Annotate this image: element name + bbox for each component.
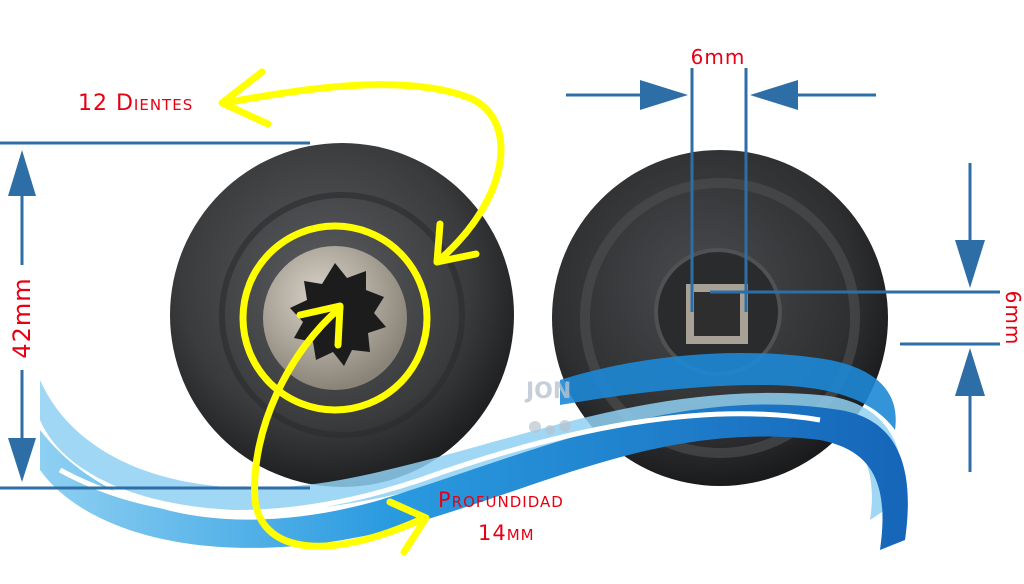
right-inner-ring [580, 178, 860, 458]
depth-arrowhead-top [296, 302, 344, 349]
teeth-arrow [221, 81, 505, 266]
arrow-down-icon [8, 438, 36, 482]
wave-upper [560, 352, 896, 430]
arrow-right-icon [640, 80, 688, 110]
depth-annotation [251, 302, 430, 556]
arrow-up-icon [8, 150, 36, 196]
watermark-text: JON [524, 379, 571, 404]
left-rubber-ring [219, 192, 465, 438]
right-square-hole [694, 292, 740, 336]
hole-width-label: 6mm [691, 45, 746, 69]
hole-height-label: 6mm [1001, 291, 1024, 346]
arrow-up-icon [955, 348, 985, 396]
diameter-label: 42mm [8, 277, 36, 358]
gear-icon [529, 420, 571, 435]
wave-main [40, 404, 908, 550]
depth-arrowhead-bottom [386, 498, 430, 556]
teeth-annotation [218, 68, 505, 414]
depth-value-label: 14mm [478, 521, 535, 545]
wave-decoration [40, 352, 908, 550]
wave-white-stroke [58, 411, 821, 515]
diameter-dimension [0, 141, 310, 490]
highlight-circle [239, 222, 431, 414]
arrow-down-icon [955, 240, 985, 288]
hole-height-dimension [710, 163, 1000, 472]
depth-arrow [251, 304, 424, 550]
teeth-label: 12 Dientes [78, 91, 193, 116]
arrow-left-icon [750, 80, 798, 110]
hole-arrowhead [433, 220, 480, 266]
teeth-arrowhead [218, 68, 272, 128]
hole-width-dimension [566, 68, 876, 312]
depth-title-label: Profundidad [438, 488, 564, 512]
